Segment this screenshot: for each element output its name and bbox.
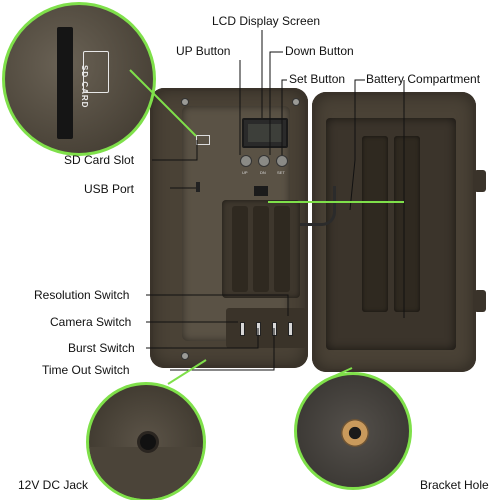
set-button-label: SET	[277, 170, 285, 175]
latch-top[interactable]	[474, 170, 486, 192]
resolution-switch[interactable]	[240, 322, 245, 336]
up-button-label: UP	[242, 170, 248, 175]
up-button[interactable]	[240, 155, 252, 167]
label-camera-switch: Camera Switch	[50, 315, 132, 329]
label-down-button: Down Button	[285, 44, 354, 58]
battery-compartment-inner	[326, 118, 456, 350]
bracket-hole	[341, 419, 369, 447]
burst-switch[interactable]	[272, 322, 277, 336]
sd-card-text: SD CARD	[80, 65, 89, 109]
latch-bottom[interactable]	[474, 290, 486, 312]
label-time-out-switch: Time Out Switch	[42, 363, 130, 377]
label-bracket-hole: Bracket Hole	[420, 478, 489, 492]
battery-slot	[253, 206, 269, 292]
battery-tray-front	[222, 200, 300, 298]
sd-card-zoom-inset: SD CARD	[2, 2, 156, 156]
label-up-button: UP Button	[176, 44, 231, 58]
battery-column	[362, 136, 388, 312]
label-usb-port: USB Port	[84, 182, 135, 196]
dc-jack-zoom-inset	[86, 382, 206, 500]
screw-top-right	[292, 98, 300, 106]
usb-port[interactable]	[196, 182, 200, 192]
label-burst-switch: Burst Switch	[68, 341, 135, 355]
sensor-window	[254, 186, 268, 196]
sd-card-icon	[83, 51, 109, 93]
camera-switch[interactable]	[256, 322, 261, 336]
sd-card-slot-small[interactable]	[196, 135, 210, 145]
label-set-button: Set Button	[289, 72, 346, 86]
time-out-switch[interactable]	[288, 322, 293, 336]
bracket-hole-zoom-inset	[294, 372, 412, 490]
battery-column	[394, 136, 420, 312]
lcd-display-screen	[242, 118, 288, 148]
label-resolution-switch: Resolution Switch	[34, 288, 130, 302]
battery-slot	[274, 206, 290, 292]
label-battery-compartment: Battery Compartment	[366, 72, 481, 86]
screw-top-left	[181, 98, 189, 106]
set-button[interactable]	[276, 155, 288, 167]
down-button[interactable]	[258, 155, 270, 167]
power-cable	[300, 186, 336, 226]
jack-ledge	[89, 447, 203, 499]
label-sd-card-slot: SD Card Slot	[64, 153, 135, 167]
screw-bottom-left	[181, 352, 189, 360]
dc-jack[interactable]	[137, 431, 159, 453]
switch-panel	[226, 308, 306, 348]
down-button-label: DN	[260, 170, 266, 175]
label-lcd-display-screen: LCD Display Screen	[212, 14, 321, 28]
sd-card-slot[interactable]	[57, 27, 73, 139]
camera-battery-door	[312, 92, 476, 372]
label-dc-jack: 12V DC Jack	[18, 478, 89, 492]
battery-slot	[232, 206, 248, 292]
